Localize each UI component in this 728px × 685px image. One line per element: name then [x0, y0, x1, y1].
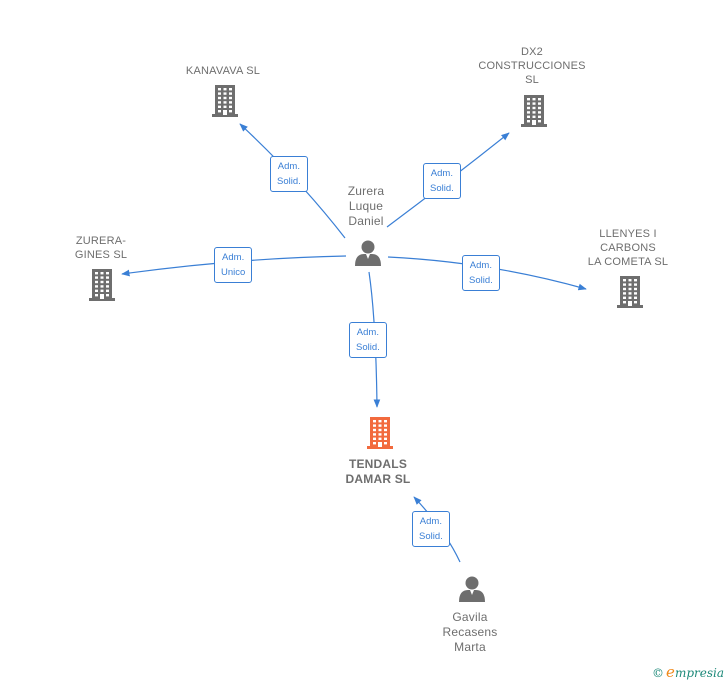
node-label-dx2[interactable]: DX2 CONSTRUCCIONES SL: [478, 46, 586, 86]
edge-label-zurera_gines[interactable]: Adm. Unico: [214, 247, 253, 283]
edge-label-llenyes[interactable]: Adm. Solid.: [462, 255, 500, 291]
node-label-gavila[interactable]: Gavila Recasens Marta: [442, 610, 498, 654]
empresia-credit[interactable]: ©empresia: [652, 663, 724, 681]
person-icon-gavila[interactable]: [459, 576, 485, 603]
node-label-llenyes[interactable]: LLENYES I CARBONS LA COMETA SL: [587, 228, 669, 268]
node-label-zurera_gines[interactable]: ZURERA- GINES SL: [74, 235, 128, 261]
building-icon-kanavava[interactable]: [212, 85, 238, 117]
person-icon-zurera_luque[interactable]: [355, 240, 381, 267]
brand-initial: e: [666, 663, 675, 681]
building-icon-tendals[interactable]: [367, 417, 393, 449]
brand-name: mpresia: [674, 666, 724, 680]
edge-label-tendals[interactable]: Adm. Solid.: [349, 322, 387, 358]
building-icon-llenyes[interactable]: [617, 276, 643, 308]
edge-label-kanavava[interactable]: Adm. Solid.: [270, 156, 308, 192]
edge-label-dx2[interactable]: Adm. Solid.: [423, 163, 461, 199]
copyright-symbol: ©: [652, 666, 665, 680]
node-label-tendals[interactable]: TENDALS DAMAR SL: [345, 457, 411, 486]
node-label-kanavava[interactable]: KANAVAVA SL: [185, 65, 261, 77]
node-label-zurera_luque[interactable]: Zurera Luque Daniel: [347, 184, 385, 228]
building-icon-dx2[interactable]: [521, 95, 547, 127]
edge-label-tendals[interactable]: Adm. Solid.: [412, 511, 450, 547]
building-icon-zurera_gines[interactable]: [89, 269, 115, 301]
